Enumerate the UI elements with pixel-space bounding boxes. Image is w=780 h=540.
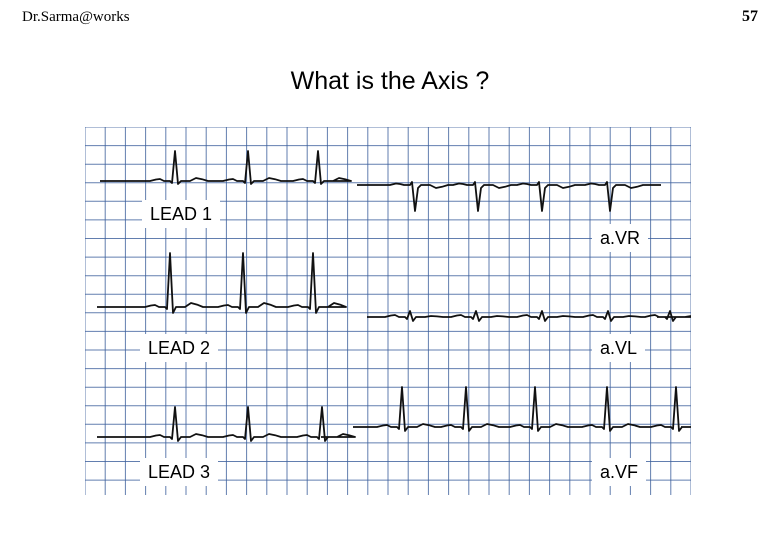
lead-label-avf: a.VF [592, 458, 647, 486]
ecg-grid [85, 127, 691, 495]
trace-avl [367, 310, 691, 322]
page-number: 57 [742, 8, 758, 25]
trace-avf [353, 386, 691, 432]
lead-label-avr: a.VR [592, 224, 649, 252]
trace-lead-3 [97, 406, 356, 442]
ecg-traces [97, 150, 691, 442]
ecg-strip [85, 127, 691, 495]
trace-avr [357, 181, 661, 212]
ecg-grid-svg [85, 127, 691, 495]
trace-lead-2 [97, 252, 347, 314]
slide-title: What is the Axis ? [290, 67, 490, 95]
lead-label-lead-1: LEAD 1 [142, 200, 221, 228]
lead-label-avl: a.VL [592, 334, 646, 362]
trace-lead-1 [100, 150, 352, 185]
lead-label-lead-2: LEAD 2 [140, 334, 219, 362]
lead-label-lead-3: LEAD 3 [140, 458, 219, 486]
author-credit: Dr.Sarma@works [22, 9, 130, 25]
